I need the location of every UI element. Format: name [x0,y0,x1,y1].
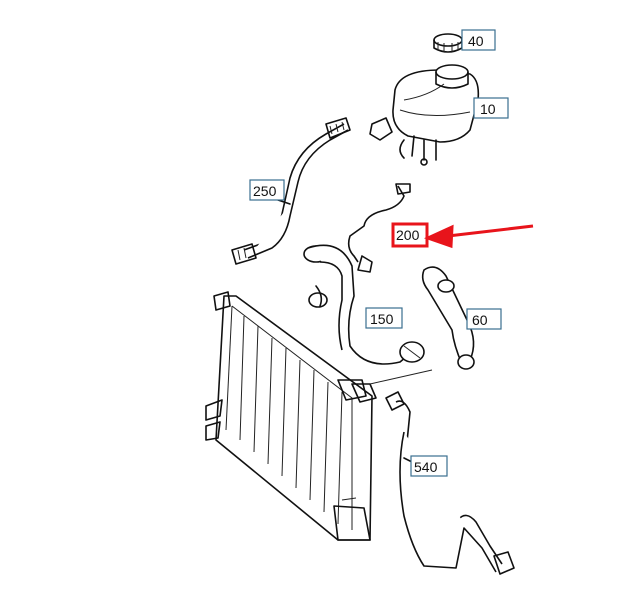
label-200-text: 200 [396,227,420,243]
part-250-hose [231,117,351,265]
part-10-expansion-tank [369,64,480,166]
part-60-hose [421,266,475,370]
label-60: 60 [466,308,502,330]
part-40-cap [433,33,463,53]
label-250-text: 250 [253,183,277,199]
label-250: 250 [249,179,285,201]
label-10: 10 [473,97,509,119]
part-540-hose [385,391,515,575]
label-60-text: 60 [472,312,488,328]
label-540: 540 [410,455,448,477]
label-150-text: 150 [370,311,394,327]
part-150-hose [303,244,425,365]
radiator [205,291,433,541]
label-150: 150 [365,307,403,329]
label-540-text: 540 [414,459,438,475]
part-200-hose [347,183,411,273]
label-40-text: 40 [468,33,484,49]
label-40: 40 [461,29,496,51]
label-200-highlighted: 200 [391,222,429,248]
label-10-text: 10 [480,101,496,117]
red-arrow-icon [423,224,534,249]
